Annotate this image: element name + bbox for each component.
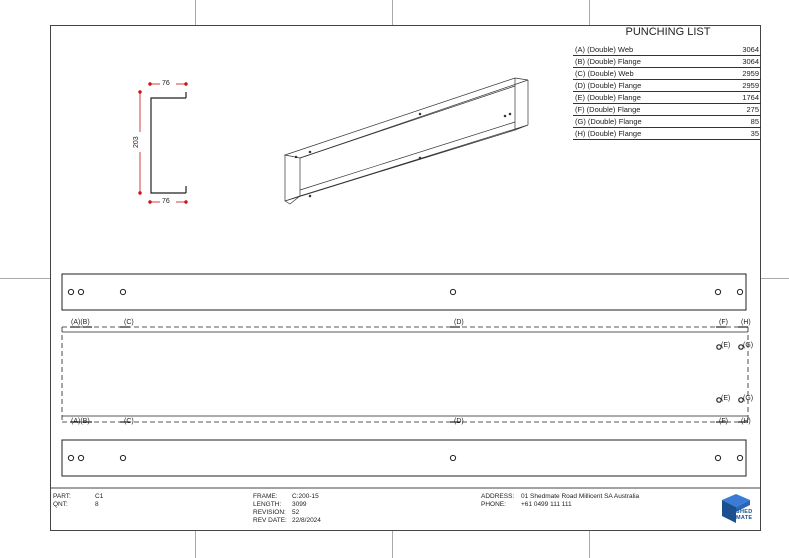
top-flange-strip xyxy=(61,273,747,311)
registration-tick xyxy=(392,0,393,25)
bottom-flange-strip xyxy=(61,439,747,477)
footer-frame-value: C:200-15 xyxy=(292,493,319,500)
punching-list-label: (A) (Double) Web xyxy=(573,44,719,56)
marker-top-a-b: (A)(B) xyxy=(71,319,90,326)
punching-list-title: PUNCHING LIST xyxy=(625,26,711,38)
footer-length-value: 3099 xyxy=(292,501,307,508)
marker-top-d: (D) xyxy=(454,319,464,326)
punching-list-value: 35 xyxy=(718,127,761,140)
web-strip xyxy=(61,326,749,423)
iso-top-flange xyxy=(283,77,529,159)
punching-list-value: 2959 xyxy=(718,67,761,80)
punching-list-label: (F) (Double) Flange xyxy=(573,103,719,116)
punching-list-label: (C) (Double) Web xyxy=(573,67,719,80)
punching-list-value: 3064 xyxy=(718,55,761,68)
punching-list-value: 2959 xyxy=(718,79,761,92)
punching-list-value: 275 xyxy=(718,103,761,116)
registration-tick xyxy=(589,0,590,25)
punching-list-label: (B) (Double) Flange xyxy=(573,55,719,68)
punching-list-value: 3064 xyxy=(718,44,761,56)
dim-bottom-width-label: 76 xyxy=(162,198,170,205)
web-punch-marks xyxy=(70,326,748,423)
footer-revdate-label: REV DATE: xyxy=(253,517,287,524)
top-flange-holes xyxy=(67,288,744,296)
shedmate-logo-icon xyxy=(722,494,750,523)
marker-top-f: (F) xyxy=(719,319,728,326)
dim-height-label: 203 xyxy=(133,136,140,148)
drawing-sheet-frame xyxy=(50,25,761,531)
marker-bottom-a-b: (A)(B) xyxy=(71,418,90,425)
marker-top-c: (C) xyxy=(124,319,134,326)
dim-top-width-label: 76 xyxy=(162,80,170,87)
c-profile-outline xyxy=(150,97,186,194)
punching-list-label: (H) (Double) Flange xyxy=(573,127,719,140)
marker-right-lower-g: (G) xyxy=(743,395,754,402)
punching-list-value: 85 xyxy=(718,115,761,128)
footer-length-label: LENGTH: xyxy=(253,501,282,508)
registration-tick xyxy=(392,531,393,558)
footer-revision-value: 52 xyxy=(292,509,300,516)
marker-bottom-f: (F) xyxy=(719,418,728,425)
isometric-purlin-view xyxy=(283,77,529,205)
footer-address-label: ADDRESS: xyxy=(481,493,515,500)
logo-text-line2: MATE xyxy=(736,515,753,521)
dimension-lines xyxy=(138,82,188,204)
footer-qnt-label: QNT: xyxy=(53,501,68,508)
punching-list-value: 1764 xyxy=(718,91,761,104)
logo-text: SHED MATE xyxy=(736,509,752,521)
footer-frame-label: FRAME: xyxy=(253,493,278,500)
registration-tick xyxy=(0,278,50,279)
footer-revdate-value: 22/8/2024 xyxy=(292,517,321,524)
footer-phone-value: +61 0499 111 111 xyxy=(521,501,572,508)
iso-bottom-flange xyxy=(284,124,529,202)
logo-text-line1: SHED xyxy=(736,509,753,515)
punching-list-label: (E) (Double) Flange xyxy=(573,91,719,104)
marker-right-upper-e: (E) xyxy=(721,342,731,349)
marker-right-upper-g: (G) xyxy=(743,342,754,349)
footer-part-label: PART: xyxy=(53,493,71,500)
footer-phone-label: PHONE: xyxy=(481,501,506,508)
registration-tick xyxy=(761,278,789,279)
marker-bottom-d: (D) xyxy=(454,418,464,425)
marker-bottom-c: (C) xyxy=(124,418,134,425)
marker-top-h: (H) xyxy=(741,319,751,326)
marker-right-lower-e: (E) xyxy=(721,395,731,402)
bottom-flange-holes xyxy=(67,454,744,462)
punching-list-label: (D) (Double) Flange xyxy=(573,79,719,92)
c-section-profile xyxy=(150,92,187,194)
footer-part-value: C1 xyxy=(95,493,104,500)
registration-tick xyxy=(589,531,590,558)
footer-address-value: 01 Shedmate Road Millicent SA Australia xyxy=(521,493,640,500)
registration-tick xyxy=(195,0,196,25)
footer-revision-label: REVISION: xyxy=(253,509,286,516)
punching-list-label: (G) (Double) Flange xyxy=(573,115,719,128)
registration-tick xyxy=(195,531,196,558)
footer-qnt-value: 8 xyxy=(95,501,99,508)
marker-bottom-h: (H) xyxy=(741,418,751,425)
